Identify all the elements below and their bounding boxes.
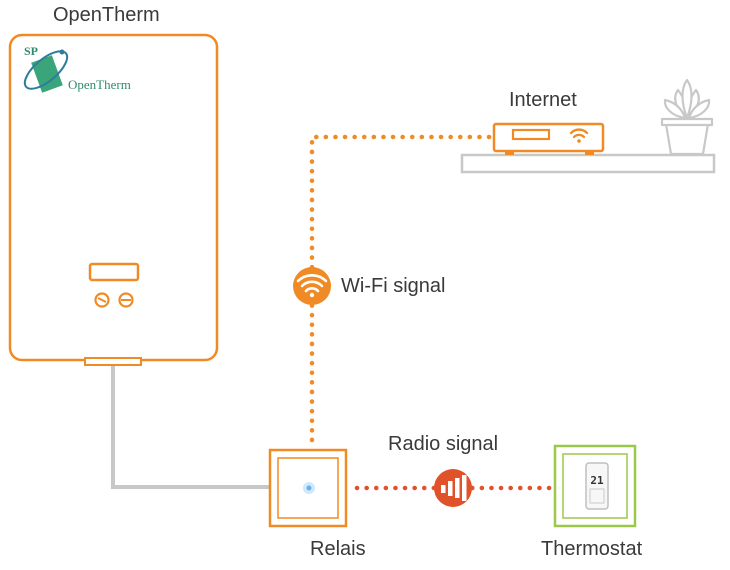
boiler-knob-right: [118, 292, 134, 308]
internet-label: Internet: [509, 89, 577, 111]
radio-badge-icon: [434, 469, 472, 507]
boiler-label: OpenTherm: [53, 4, 160, 26]
wifi-badge-icon: [293, 267, 331, 305]
boiler-display: [88, 262, 140, 282]
relais-icon: [268, 448, 348, 528]
logo-opentherm-text: OpenTherm: [68, 77, 131, 92]
boiler-knob-left: [94, 292, 110, 308]
thermostat-display: 21: [590, 474, 604, 487]
relais-label: Relais: [310, 538, 366, 560]
thermostat-icon: [553, 444, 637, 528]
wifi-dotted-line: [309, 134, 493, 443]
plant-icon: [660, 78, 714, 156]
shelf: [460, 153, 716, 174]
boiler-relais-cable: [111, 364, 271, 489]
opentherm-logo-icon: [23, 49, 69, 93]
radio-signal-label: Radio signal: [388, 433, 499, 455]
boiler-bottom-connector: [84, 357, 142, 366]
router-icon: [492, 122, 605, 155]
logo-sp-text: SP: [24, 44, 39, 58]
wifi-signal-label: Wi-Fi signal: [341, 275, 446, 297]
thermostat-label: Thermostat: [541, 538, 643, 560]
